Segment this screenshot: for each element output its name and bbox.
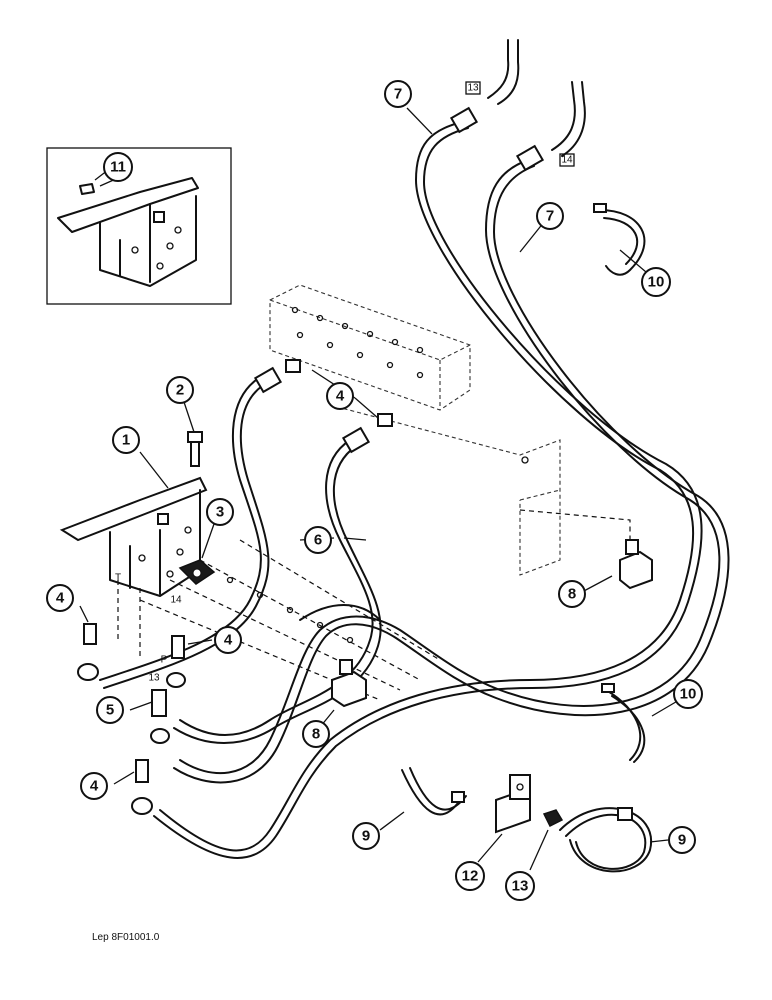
callout-12: 12 [455, 861, 485, 891]
callout-1-label: 1 [122, 432, 130, 449]
callout-4d: 4 [326, 382, 354, 410]
callout-11-label: 11 [110, 159, 126, 176]
callout-12-label: 12 [462, 868, 479, 885]
callout-7a-label: 7 [394, 86, 402, 103]
boxed-label-14: 14 [559, 153, 575, 167]
port-label-p: P [161, 655, 168, 666]
callout-9b: 9 [668, 826, 696, 854]
base-plate [139, 539, 441, 701]
callout-5-label: 5 [106, 702, 114, 719]
callout-4c-label: 4 [90, 778, 99, 795]
callout-6: 6 [304, 526, 332, 554]
inset-detail [46, 147, 232, 305]
callout-4a: 4 [46, 584, 74, 612]
callout-1: 1 [112, 426, 140, 454]
fittings [77, 39, 586, 815]
bolt [187, 431, 203, 467]
boxed-label-13: 13 [465, 81, 481, 95]
mounting-bracket [59, 476, 208, 660]
callout-10b-label: 10 [680, 686, 697, 703]
callout-13-label: 13 [512, 878, 529, 895]
callout-2-label: 2 [176, 382, 184, 399]
tubes [99, 121, 730, 859]
callout-4b-label: 4 [224, 632, 233, 649]
callout-4d-label: 4 [336, 388, 345, 405]
callout-6-label: 6 [314, 532, 322, 549]
callout-9b-label: 9 [678, 832, 686, 849]
callout-8a: 8 [558, 580, 586, 608]
callout-3: 3 [206, 498, 234, 526]
callout-13: 13 [505, 871, 535, 901]
callout-5: 5 [96, 696, 124, 724]
port-label-14: 14 [170, 595, 182, 606]
callout-11: 11 [103, 152, 133, 182]
callout-8b-label: 8 [312, 726, 320, 743]
callout-9a: 9 [352, 822, 380, 850]
callout-4c: 4 [80, 772, 108, 800]
callout-4a-label: 4 [56, 590, 65, 607]
nut-clip [178, 559, 216, 585]
callout-10a: 10 [641, 267, 671, 297]
callout-2: 2 [166, 376, 194, 404]
callout-7b-label: 7 [546, 208, 554, 225]
boxed-label-14-text: 14 [561, 155, 573, 166]
tube-clips [331, 539, 653, 708]
reference-code: Lep 8F01001.0 [92, 932, 160, 943]
port-label-13: 13 [148, 673, 160, 684]
callout-10b: 10 [673, 679, 703, 709]
callout-7b: 7 [536, 202, 564, 230]
callout-8a-label: 8 [568, 586, 576, 603]
port-label-t: T [115, 573, 121, 584]
callout-9a-label: 9 [362, 828, 370, 845]
boxed-label-13-text: 13 [467, 83, 479, 94]
callout-7a: 7 [384, 80, 412, 108]
callout-3-label: 3 [216, 504, 224, 521]
callout-8b: 8 [302, 720, 330, 748]
clip-bracket [495, 774, 564, 834]
callout-4b: 4 [214, 626, 242, 654]
callout-10a-label: 10 [648, 274, 665, 291]
cable-ties [401, 203, 653, 873]
